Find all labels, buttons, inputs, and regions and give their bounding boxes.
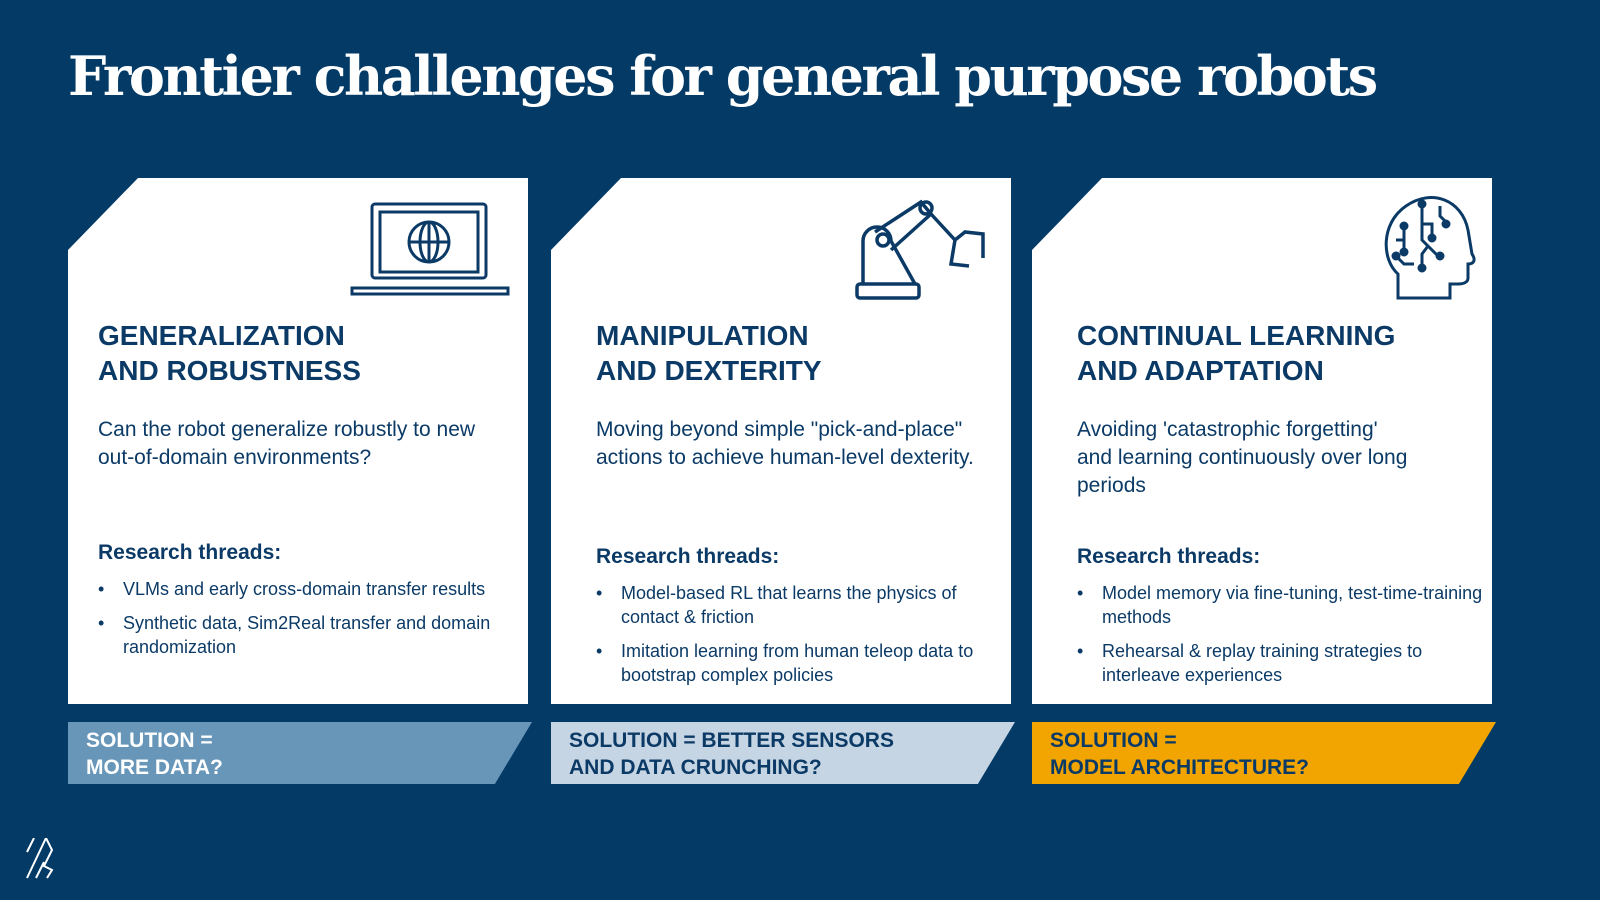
list-item: Model-based RL that learns the physics o… bbox=[596, 581, 1011, 629]
research-threads-label: Research threads: bbox=[1077, 545, 1261, 568]
research-threads-label: Research threads: bbox=[596, 545, 780, 568]
threads-list: Model memory via fine-tuning, test-time-… bbox=[1077, 581, 1492, 697]
threads-list: VLMs and early cross-domain transfer res… bbox=[98, 577, 513, 669]
list-item: Rehearsal & replay training strategies t… bbox=[1077, 639, 1492, 687]
page-title: Frontier challenges for general purpose … bbox=[68, 44, 1378, 108]
threads-list: Model-based RL that learns the physics o… bbox=[596, 581, 1011, 697]
research-threads-label: Research threads: bbox=[98, 541, 282, 564]
list-item: Model memory via fine-tuning, test-time-… bbox=[1077, 581, 1492, 629]
card-description: Can the robot generalize robustly to new… bbox=[98, 418, 476, 469]
list-item: Synthetic data, Sim2Real transfer and do… bbox=[98, 611, 513, 659]
laptop-globe-icon bbox=[350, 202, 510, 296]
card-description: Avoiding 'catastrophic forgetting' and l… bbox=[1077, 418, 1408, 497]
robot-arm-icon bbox=[855, 199, 985, 300]
card-description: Moving beyond simple "pick-and-place" ac… bbox=[596, 418, 974, 469]
list-item: Imitation learning from human teleop dat… bbox=[596, 639, 1011, 687]
solution-banner-architecture: SOLUTION =MODEL ARCHITECTURE? bbox=[1032, 722, 1496, 784]
list-item: VLMs and early cross-domain transfer res… bbox=[98, 577, 513, 601]
brain-circuit-head-icon bbox=[1384, 196, 1476, 300]
brand-logo-icon bbox=[26, 838, 54, 879]
solution-banner-more-data: SOLUTION =MORE DATA? bbox=[68, 722, 532, 784]
